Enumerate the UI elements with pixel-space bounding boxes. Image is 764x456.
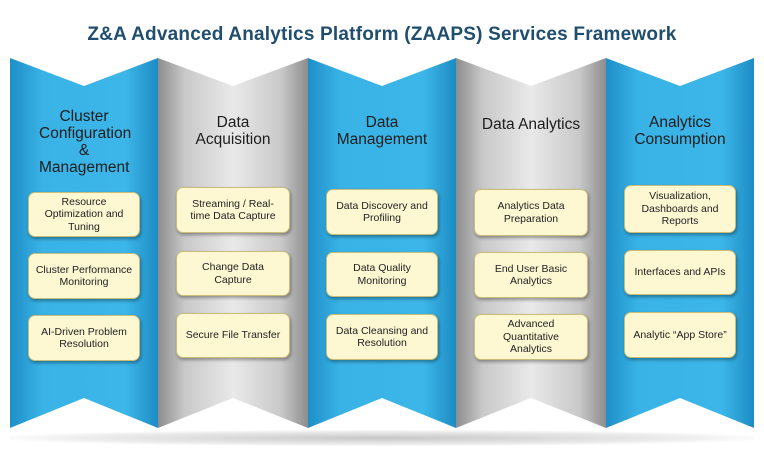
ground-shadow (10, 430, 754, 446)
column-title: Data Analytics (481, 116, 581, 133)
column-cluster-configuration: Cluster Configuration & Management Resou… (10, 58, 158, 428)
service-card: Interfaces and APIs (624, 250, 736, 295)
service-card: Cluster Performance Monitoring (28, 253, 140, 299)
service-card: Visualization, Dashboards and Reports (624, 185, 736, 233)
column-data-analytics: Data Analytics Analytics Data Preparatio… (456, 58, 606, 428)
service-card: Resource Optimization and Tuning (28, 192, 140, 237)
column-title: Analytics Consumption (634, 114, 726, 148)
service-card: Change Data Capture (176, 251, 290, 296)
column-analytics-consumption: Analytics Consumption Visualization, Das… (606, 58, 754, 428)
service-card: Advanced Quantitative Analytics (474, 314, 588, 360)
column-title: Data Acquisition (195, 114, 271, 148)
column-title: Data Management (336, 114, 428, 148)
service-card: Analytics Data Preparation (474, 189, 588, 236)
service-card: AI-Driven Problem Resolution (28, 315, 140, 361)
service-card: End User Basic Analytics (474, 252, 588, 298)
service-card: Secure File Transfer (176, 313, 290, 358)
column-data-acquisition: Data Acquisition Streaming / Real-time D… (158, 58, 308, 428)
service-card: Streaming / Real-time Data Capture (176, 187, 290, 233)
service-card: Data Discovery and Profiling (326, 189, 438, 235)
column-data-management: Data Management Data Discovery and Profi… (308, 58, 456, 428)
service-card: Data Cleansing and Resolution (326, 314, 438, 360)
column-title: Cluster Configuration & Management (39, 108, 132, 176)
service-card: Analytic “App Store” (624, 312, 736, 358)
service-card: Data Quality Monitoring (326, 252, 438, 297)
page-title: Z&A Advanced Analytics Platform (ZAAPS) … (87, 24, 677, 45)
